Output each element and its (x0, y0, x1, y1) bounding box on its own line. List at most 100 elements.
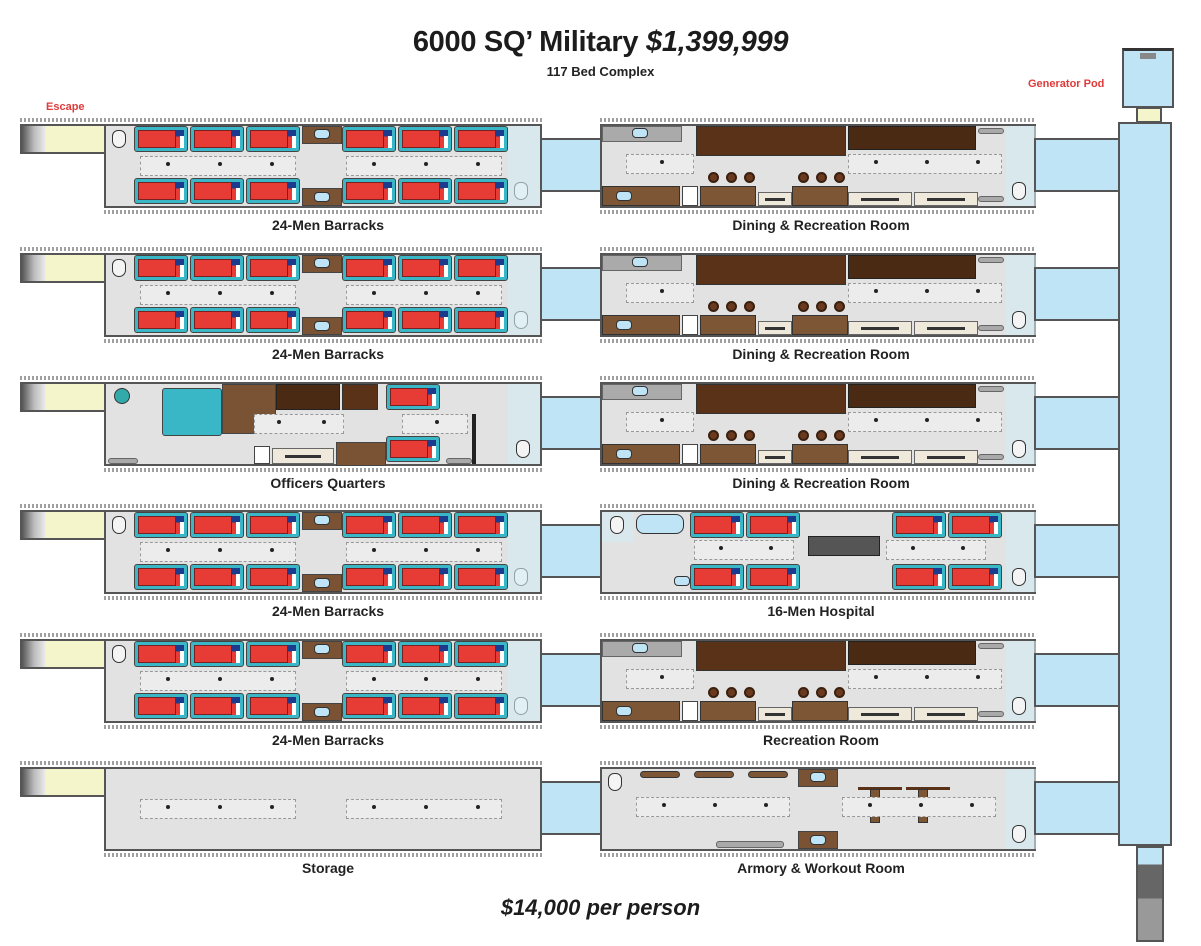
fridge-icon (682, 444, 698, 464)
bed-mattress (750, 516, 788, 534)
bed-mattress (896, 568, 934, 586)
light-fixture-icon (476, 805, 480, 809)
bed-mattress (402, 516, 440, 534)
flag-icon (232, 697, 240, 715)
light-fixture-icon (873, 675, 878, 679)
flag-icon (496, 568, 504, 586)
light-fixture-icon (218, 677, 222, 681)
bed-mattress (346, 259, 384, 277)
bar-counter (792, 315, 848, 335)
light-fixture-icon (660, 289, 664, 293)
light-fixture-icon (270, 162, 274, 166)
weapon-rack (748, 771, 788, 778)
walkway (1034, 653, 1120, 707)
flag-icon (384, 568, 392, 586)
bed-mattress (138, 645, 176, 663)
bench-icon (978, 454, 1004, 460)
stairs-icon (22, 384, 46, 410)
bed-mattress (250, 568, 288, 586)
bench-icon (446, 458, 472, 464)
bed-mattress (250, 697, 288, 715)
ceiling-light-strip (626, 669, 694, 689)
light-fixture-icon (270, 805, 274, 809)
toilet-icon (112, 259, 126, 277)
light-fixture-icon (166, 291, 170, 295)
light-fixture-icon (476, 548, 480, 552)
ceiling-light-strip (346, 542, 502, 562)
bed-mattress (402, 311, 440, 329)
bench-icon (978, 643, 1004, 649)
bed (134, 178, 188, 204)
room-label: 24-Men Barracks (271, 732, 385, 748)
generator-pod-connector (1136, 107, 1162, 123)
bed-mattress (194, 568, 232, 586)
bar-counter (700, 444, 756, 464)
bed (342, 307, 396, 333)
sink-icon (314, 258, 330, 268)
wall-texture (104, 339, 542, 343)
stairs-icon (22, 769, 46, 795)
bench-icon (978, 711, 1004, 717)
flag-icon (232, 516, 240, 534)
bed (398, 178, 452, 204)
bed (454, 307, 508, 333)
bed-mattress (194, 182, 232, 200)
sink-icon (314, 707, 330, 717)
ceiling-light-strip (140, 285, 296, 305)
bed-mattress (458, 568, 496, 586)
booth-seating (696, 126, 846, 156)
stool-icon (708, 172, 719, 183)
sofa-icon (276, 384, 340, 410)
bench-icon (978, 128, 1004, 134)
bathtub-icon (636, 514, 684, 534)
bench-icon (108, 458, 138, 464)
bed-mattress (952, 568, 990, 586)
light-fixture-icon (476, 291, 480, 295)
light-fixture-icon (713, 803, 717, 807)
stool-icon (726, 301, 737, 312)
flag-icon (440, 311, 448, 329)
bed-mattress (346, 645, 384, 663)
ceiling-light-strip (140, 156, 296, 176)
light-fixture-icon (925, 160, 929, 164)
booth-seating (696, 384, 846, 414)
bed (246, 641, 300, 667)
bed (398, 512, 452, 538)
wall-texture (600, 596, 1036, 600)
bed (454, 564, 508, 590)
ceiling-light-strip (848, 412, 1002, 432)
wall-texture (104, 468, 542, 472)
sink-icon (314, 578, 330, 588)
ceiling-light-strip (626, 154, 694, 174)
bed-mattress (138, 259, 176, 277)
sink-icon (616, 706, 632, 716)
light-fixture-icon (372, 548, 376, 552)
flag-icon (176, 568, 184, 586)
bed-mattress (138, 311, 176, 329)
light-fixture-icon (218, 291, 222, 295)
bed-mattress (896, 516, 934, 534)
wall-texture (20, 633, 542, 637)
flag-icon (496, 130, 504, 148)
wall-texture (20, 118, 542, 122)
cabinet-icon (848, 321, 912, 335)
light-fixture-icon (270, 677, 274, 681)
partition-wall (472, 414, 476, 464)
flag-icon (384, 259, 392, 277)
toilet-icon (610, 516, 624, 534)
bench-icon (978, 325, 1004, 331)
bed-mattress (250, 311, 288, 329)
toilet-icon (1012, 825, 1026, 843)
toilet-icon (608, 773, 622, 791)
stool-icon (708, 301, 719, 312)
cabinet-icon (914, 321, 978, 335)
room-label: 16-Men Hospital (767, 603, 875, 619)
flag-icon (496, 516, 504, 534)
bed-mattress (458, 697, 496, 715)
bed-mattress (402, 130, 440, 148)
kitchen-counter (602, 444, 680, 464)
bed-mattress (250, 516, 288, 534)
bed (190, 693, 244, 719)
wall-texture (20, 247, 542, 251)
walkway (1034, 524, 1120, 578)
